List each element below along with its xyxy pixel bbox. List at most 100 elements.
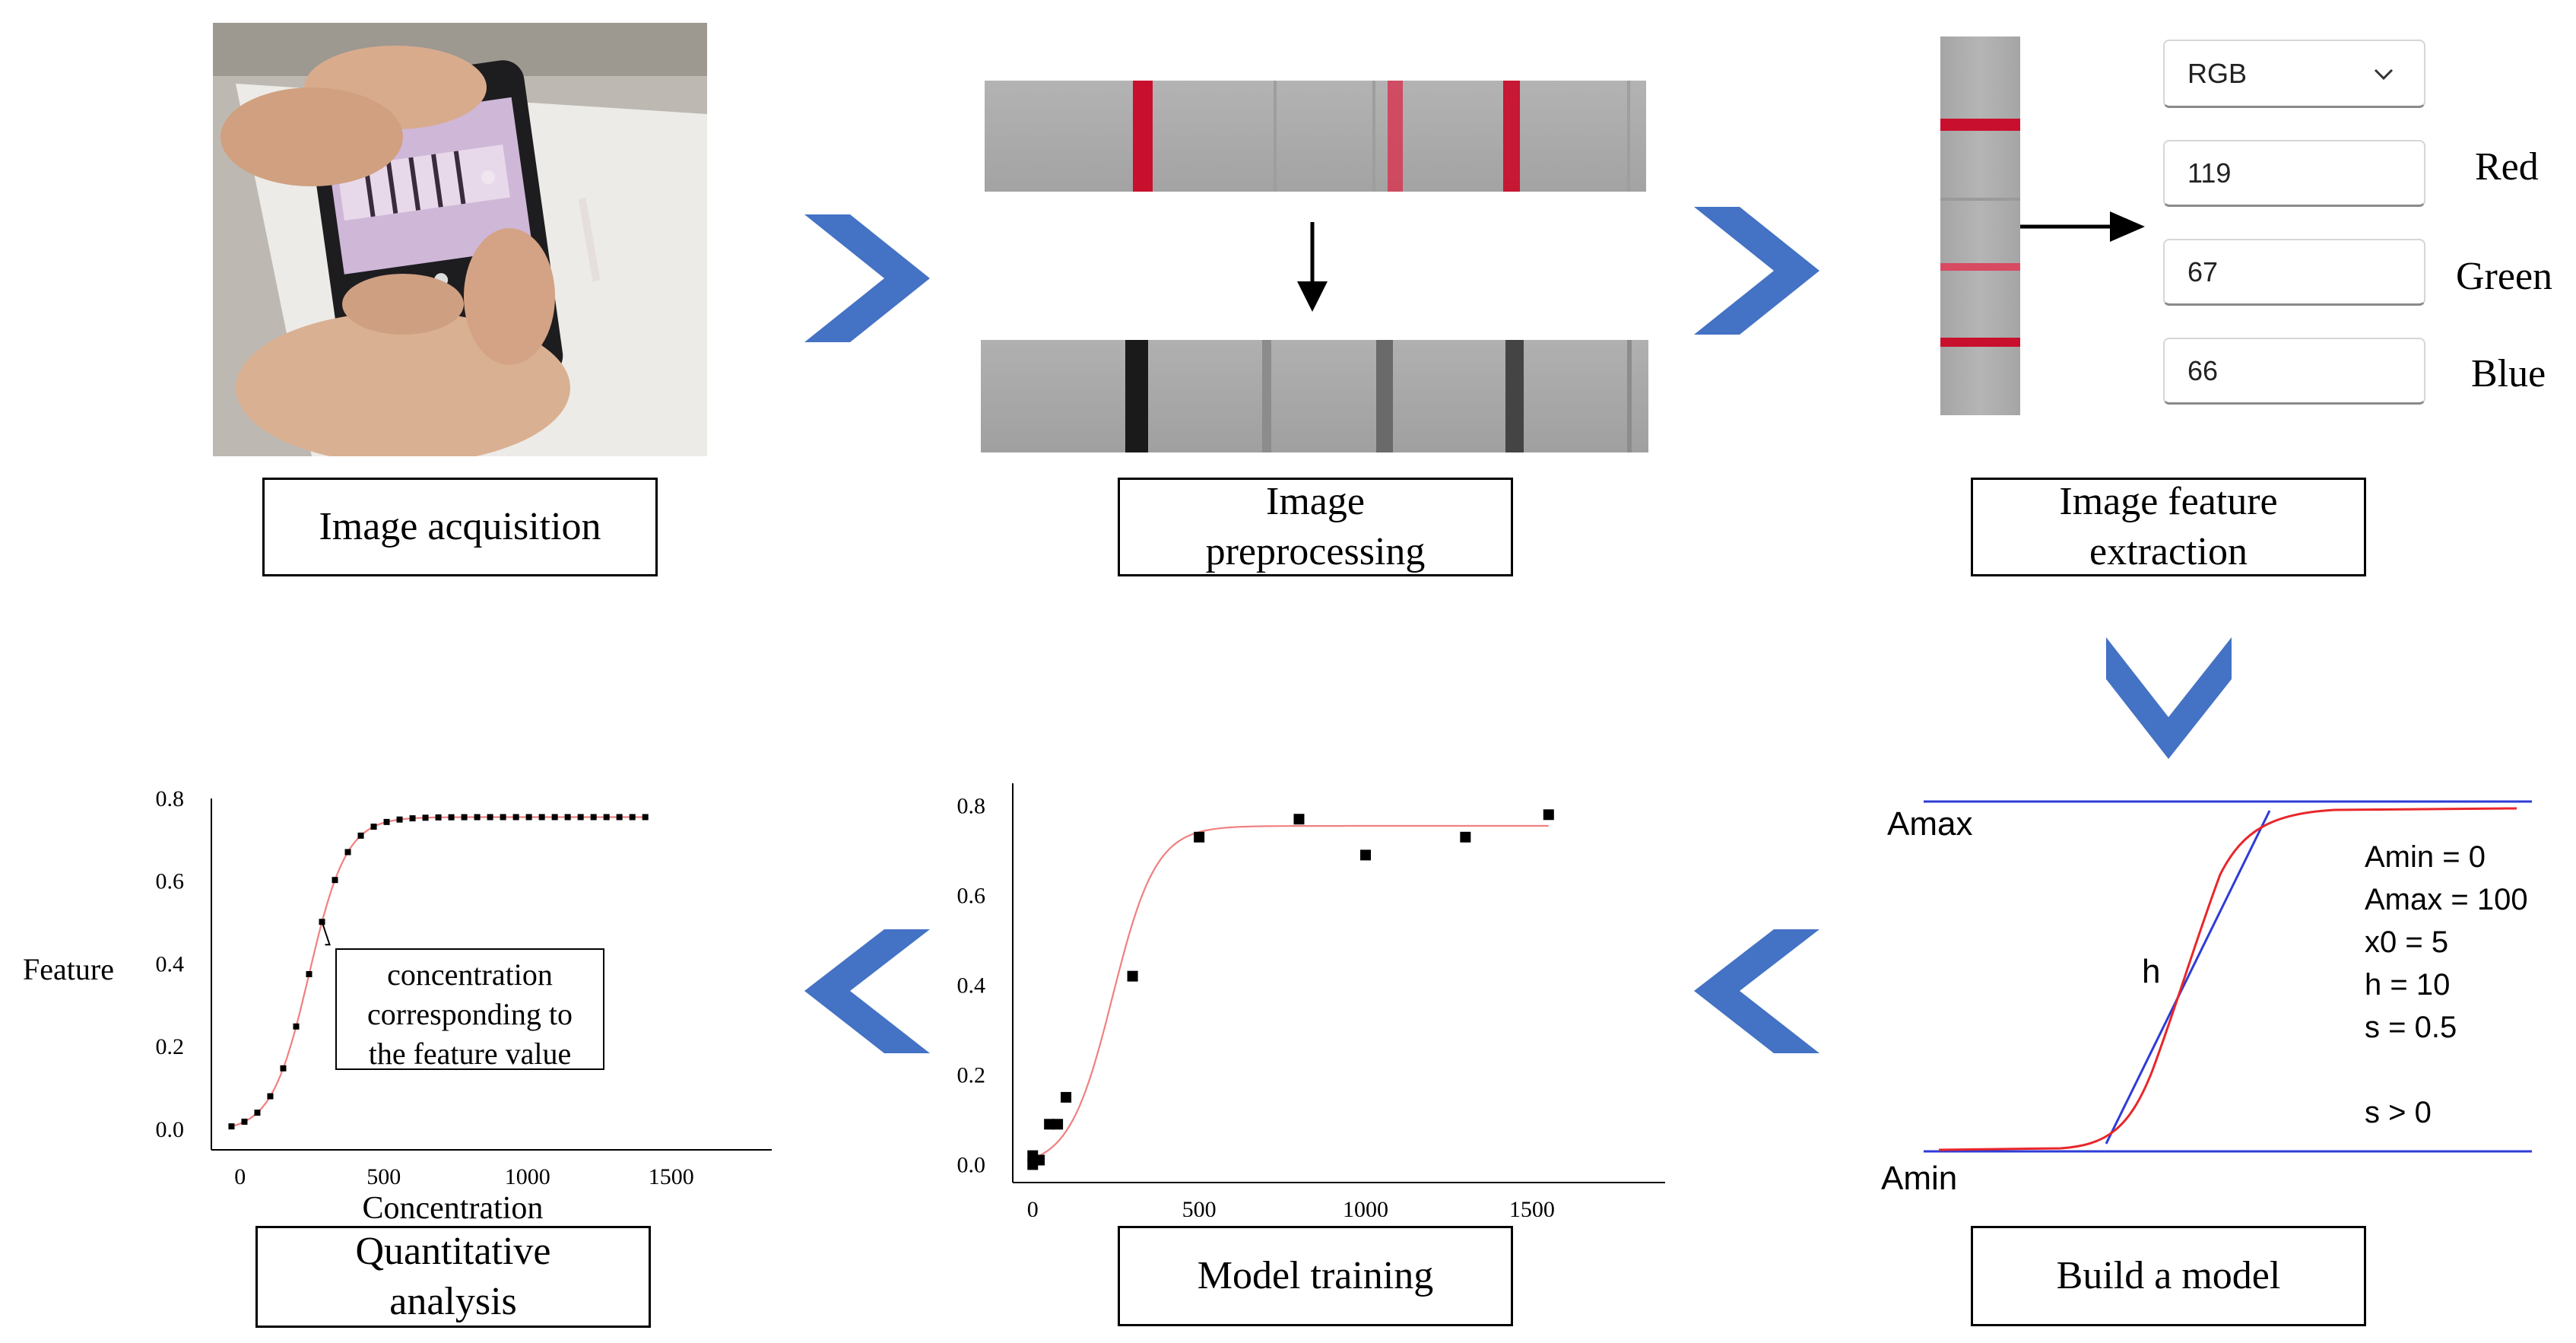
x-tick-label: 0 — [234, 1164, 246, 1189]
x-tick-label: 500 — [366, 1164, 401, 1189]
stage-quantitative-analysis: Quantitative analysis — [255, 1226, 651, 1328]
curve-point — [474, 814, 481, 821]
blue-label: Blue — [2471, 352, 2546, 395]
chevron-right-icon — [804, 214, 930, 342]
y-tick-label: 0.2 — [156, 1034, 185, 1059]
green-label: Green — [2456, 255, 2553, 298]
y-tick-label: 0.2 — [957, 1062, 986, 1087]
stage-label-line2: analysis — [389, 1280, 517, 1323]
blue-value: 66 — [2187, 354, 2219, 386]
sigmoid-model-diagram: Amax Amin h Amin = 0 Amax = 100 x0 = 5 h… — [1881, 800, 2532, 1197]
strip-original — [985, 81, 1646, 192]
fit-curve — [1032, 824, 1549, 1160]
red-value-field[interactable]: 119 — [2163, 140, 2425, 207]
data-point — [1194, 831, 1205, 843]
curve-point — [435, 814, 442, 821]
curve-point — [332, 877, 338, 884]
y-tick-label: 0.0 — [957, 1152, 986, 1177]
stage-label: Build a model — [2056, 1254, 2281, 1297]
stage-model-training: Model training — [1118, 1226, 1513, 1326]
y-tick-label: 0.4 — [156, 951, 185, 976]
curve-point — [487, 814, 493, 821]
data-point — [1460, 831, 1471, 843]
x-tick-label: 0 — [1027, 1197, 1039, 1217]
curve-point — [500, 814, 506, 821]
curve-point — [306, 971, 312, 977]
curve-point — [422, 814, 429, 821]
data-point — [1044, 1119, 1055, 1130]
green-value: 67 — [2187, 256, 2219, 287]
curve-point — [319, 919, 325, 925]
red-value: 119 — [2187, 157, 2232, 189]
x-axis-label: Concentration — [363, 1191, 544, 1224]
stage-build-a-model: Build a model — [1971, 1226, 2366, 1326]
data-point — [1360, 849, 1372, 861]
param-amax: Amax = 100 — [2365, 883, 2528, 916]
y-axis-label: Feature — [23, 952, 114, 986]
strip-preprocessed — [981, 340, 1648, 452]
param-s: s = 0.5 — [2365, 1011, 2457, 1044]
param-amin: Amin = 0 — [2365, 840, 2486, 874]
stage-label-line1: Image feature — [2059, 480, 2278, 523]
amin-label: Amin — [1881, 1160, 1957, 1197]
x-tick-label: 1500 — [1509, 1197, 1555, 1217]
green-value-field[interactable]: 67 — [2163, 239, 2425, 306]
stage-label-line1: Quantitative — [355, 1230, 551, 1273]
stage-image-acquisition: Image acquisition — [262, 478, 658, 576]
curve-point — [448, 814, 455, 821]
curve-point — [512, 814, 519, 821]
blue-value-field[interactable]: 66 — [2163, 338, 2425, 405]
stage-label: Image acquisition — [319, 505, 601, 548]
curve-point — [590, 814, 597, 821]
stage-label-line1: Image — [1266, 480, 1365, 523]
y-tick-label: 0.6 — [957, 883, 986, 908]
curve-point — [370, 824, 377, 830]
sigmoid-curve — [1938, 807, 2517, 1151]
data-point — [1052, 1119, 1064, 1130]
annotation-box — [335, 948, 604, 1070]
param-constraint: s > 0 — [2365, 1096, 2432, 1129]
x-tick-label: 500 — [1182, 1197, 1217, 1217]
curve-point — [241, 1118, 248, 1125]
curve-point — [603, 814, 610, 821]
curve-point — [383, 818, 390, 825]
annotation-text: corresponding to — [367, 997, 573, 1031]
curve-point — [280, 1065, 287, 1072]
chevron-down-icon — [2374, 68, 2394, 81]
curve-point — [254, 1110, 261, 1116]
annotation-text: the feature value — [369, 1037, 572, 1071]
acquisition-photo — [213, 23, 707, 456]
curve-point — [293, 1023, 300, 1030]
y-tick-label: 0.8 — [957, 793, 986, 818]
curve-point — [357, 832, 364, 839]
stage-label-line2: extraction — [2089, 530, 2248, 573]
curve-point — [344, 849, 351, 856]
curve-point — [461, 814, 468, 821]
curve-point — [616, 814, 623, 821]
annotation-text: concentration — [387, 957, 553, 992]
stage-image-feature-extraction: Image feature extraction — [1971, 478, 2366, 576]
down-arrow-icon — [1297, 222, 1328, 312]
curve-point — [267, 1093, 274, 1100]
amax-label: Amax — [1887, 805, 1972, 843]
chevron-left-icon — [1694, 929, 1819, 1053]
param-x0: x0 = 5 — [2365, 925, 2448, 959]
color-mode-value: RGB — [2187, 57, 2248, 89]
data-point — [1127, 970, 1138, 982]
stage-image-preprocessing: Image preprocessing — [1118, 478, 1513, 576]
chevron-right-icon — [1694, 207, 1819, 335]
data-point — [1543, 809, 1554, 821]
vertical-test-strip — [1940, 37, 2020, 415]
annotation-pointer — [321, 921, 331, 946]
curve-point — [525, 814, 532, 821]
curve-point — [551, 814, 558, 821]
y-tick-label: 0.6 — [156, 869, 185, 894]
curve-point — [577, 814, 584, 821]
color-mode-select[interactable]: RGB — [2163, 40, 2425, 108]
curve-point — [409, 815, 416, 822]
curve-point — [396, 816, 403, 823]
param-h: h = 10 — [2365, 968, 2450, 1002]
chevron-down-icon — [2106, 637, 2232, 759]
